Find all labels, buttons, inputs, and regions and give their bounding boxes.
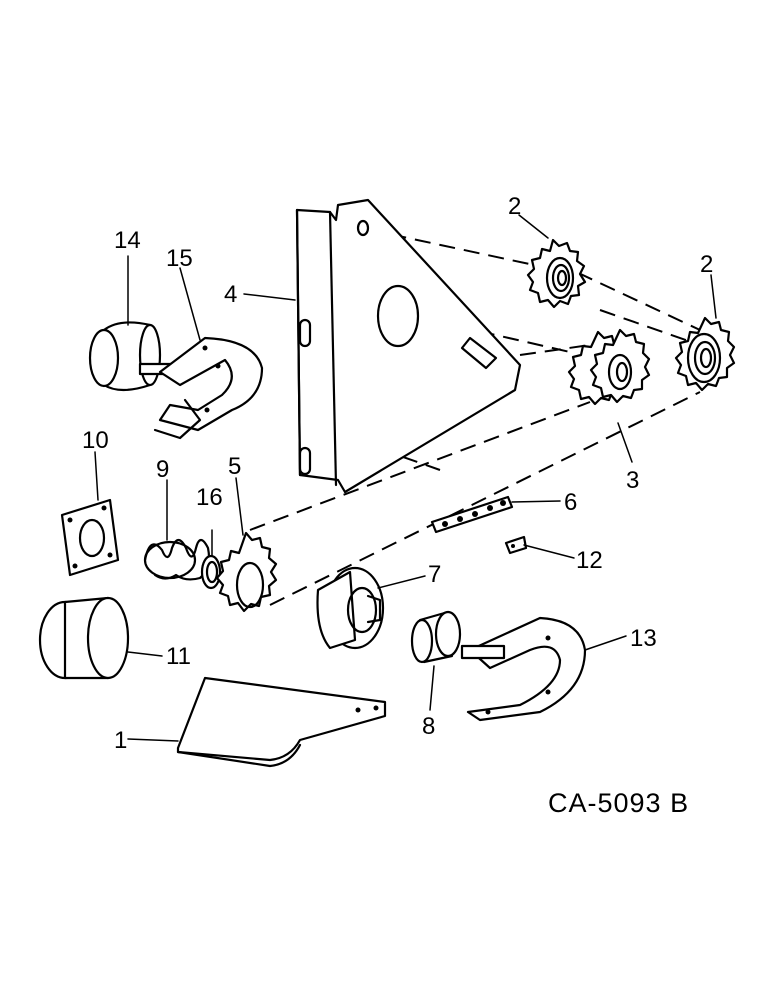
callout-7: 7	[428, 561, 441, 588]
support-plate	[295, 198, 522, 494]
callout-5: 5	[228, 453, 241, 480]
callout-12: 12	[576, 547, 603, 574]
callout-8: 8	[422, 713, 435, 740]
callout-15: 15	[166, 245, 193, 272]
callout-9: 9	[156, 456, 169, 483]
bushing	[410, 610, 462, 664]
sprocket-upper	[526, 238, 587, 309]
drive-sprocket	[215, 531, 278, 613]
drawing-code: CA-5093 B	[548, 788, 689, 818]
callout-2b: 2	[700, 251, 713, 278]
callout-labels: 14 15 4 2 2 3 10 9 16 5 6 12 7 13 11 8 1	[82, 193, 713, 754]
scraper-blade	[176, 676, 387, 768]
leader-lines	[94, 214, 717, 742]
flange-plate	[60, 498, 120, 577]
hub-assembly	[316, 566, 385, 650]
callout-11: 11	[166, 643, 191, 670]
shield-upper	[153, 336, 264, 440]
callout-16: 16	[196, 484, 223, 511]
callout-3: 3	[626, 467, 639, 494]
shield-lower	[460, 616, 587, 722]
retaining-ring	[200, 554, 222, 590]
callout-6: 6	[564, 489, 577, 516]
callout-4: 4	[224, 281, 237, 308]
callout-14: 14	[114, 227, 141, 254]
sprocket-right	[674, 316, 736, 392]
connector-link	[504, 535, 528, 555]
spring	[143, 538, 211, 581]
double-sprocket	[567, 328, 651, 406]
callout-13: 13	[630, 625, 657, 652]
callout-2a: 2	[508, 193, 521, 220]
roller-chain	[430, 495, 514, 534]
drum	[38, 596, 130, 680]
callout-1: 1	[114, 727, 127, 754]
callout-10: 10	[82, 427, 109, 454]
